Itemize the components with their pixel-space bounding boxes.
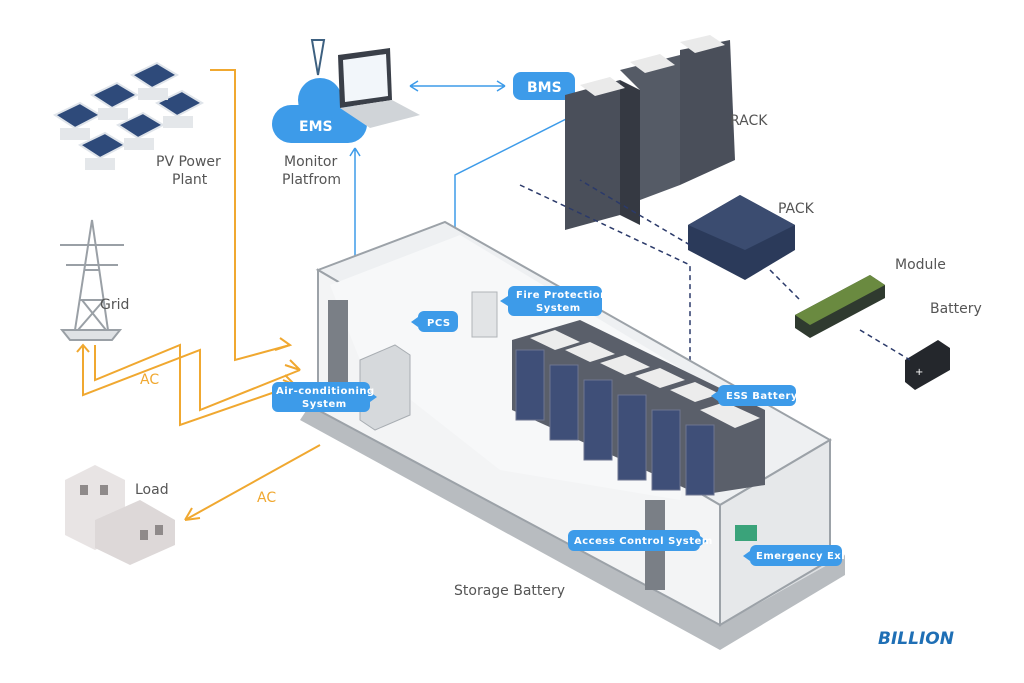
- rack-label: RACK: [730, 113, 768, 129]
- ac-grid-label: AC: [140, 372, 159, 388]
- callout-access-control: Access Control System: [568, 530, 713, 551]
- pv-label-line1: PV Power: [156, 154, 221, 170]
- callout-emergency-exit: Emergency Exit: [743, 545, 850, 566]
- monitor-label-line1: Monitor: [284, 154, 337, 170]
- callout-ess-battery: ESS Battery: [711, 385, 798, 406]
- aircon-line1: Air-conditioning: [276, 386, 375, 397]
- ess-battery-label: ESS Battery: [726, 391, 798, 402]
- grid-tower-icon: [59, 219, 124, 341]
- battery-cell-icon: +: [905, 340, 950, 390]
- bms-badge: BMS: [513, 72, 575, 100]
- module-label: Module: [895, 257, 946, 273]
- battery-label: Battery: [930, 301, 982, 317]
- pv-panels-icon: [52, 61, 205, 170]
- logo-text: BILLION: [878, 629, 954, 649]
- module-icon: [795, 275, 885, 338]
- bms-label: BMS: [527, 80, 562, 96]
- hierarchy-dashed-lines: [519, 179, 911, 395]
- pack-label: PACK: [778, 201, 815, 217]
- aircon-line2: System: [302, 399, 347, 410]
- fire-protection-line2: System: [536, 303, 581, 314]
- load-building-icon: [65, 465, 175, 565]
- access-control-label: Access Control System: [574, 536, 713, 547]
- ess-battery-racks: [512, 320, 765, 496]
- billion-logo: BILLION: [878, 629, 954, 649]
- rack-icon: [565, 35, 735, 230]
- storage-battery-label: Storage Battery: [454, 583, 565, 599]
- callout-fire-protection: Fire Protection System: [500, 286, 608, 316]
- monitor-label-line2: Platfrom: [282, 172, 341, 188]
- pack-icon: [688, 195, 795, 280]
- load-label: Load: [135, 482, 169, 498]
- grid-label: Grid: [100, 297, 129, 313]
- emergency-exit-label: Emergency Exit: [756, 551, 850, 562]
- ems-cloud-icon: [272, 39, 367, 143]
- ems-label: EMS: [299, 119, 333, 135]
- pv-label-line2: Plant: [172, 172, 208, 188]
- laptop-icon: [338, 48, 420, 128]
- callout-air-conditioning: Air-conditioning System: [272, 382, 377, 412]
- callout-pcs: PCS: [411, 311, 458, 332]
- svg-text:+: +: [915, 367, 923, 378]
- fire-protection-line1: Fire Protection: [516, 290, 608, 301]
- ac-load-label: AC: [257, 490, 276, 506]
- pcs-label: PCS: [427, 318, 451, 329]
